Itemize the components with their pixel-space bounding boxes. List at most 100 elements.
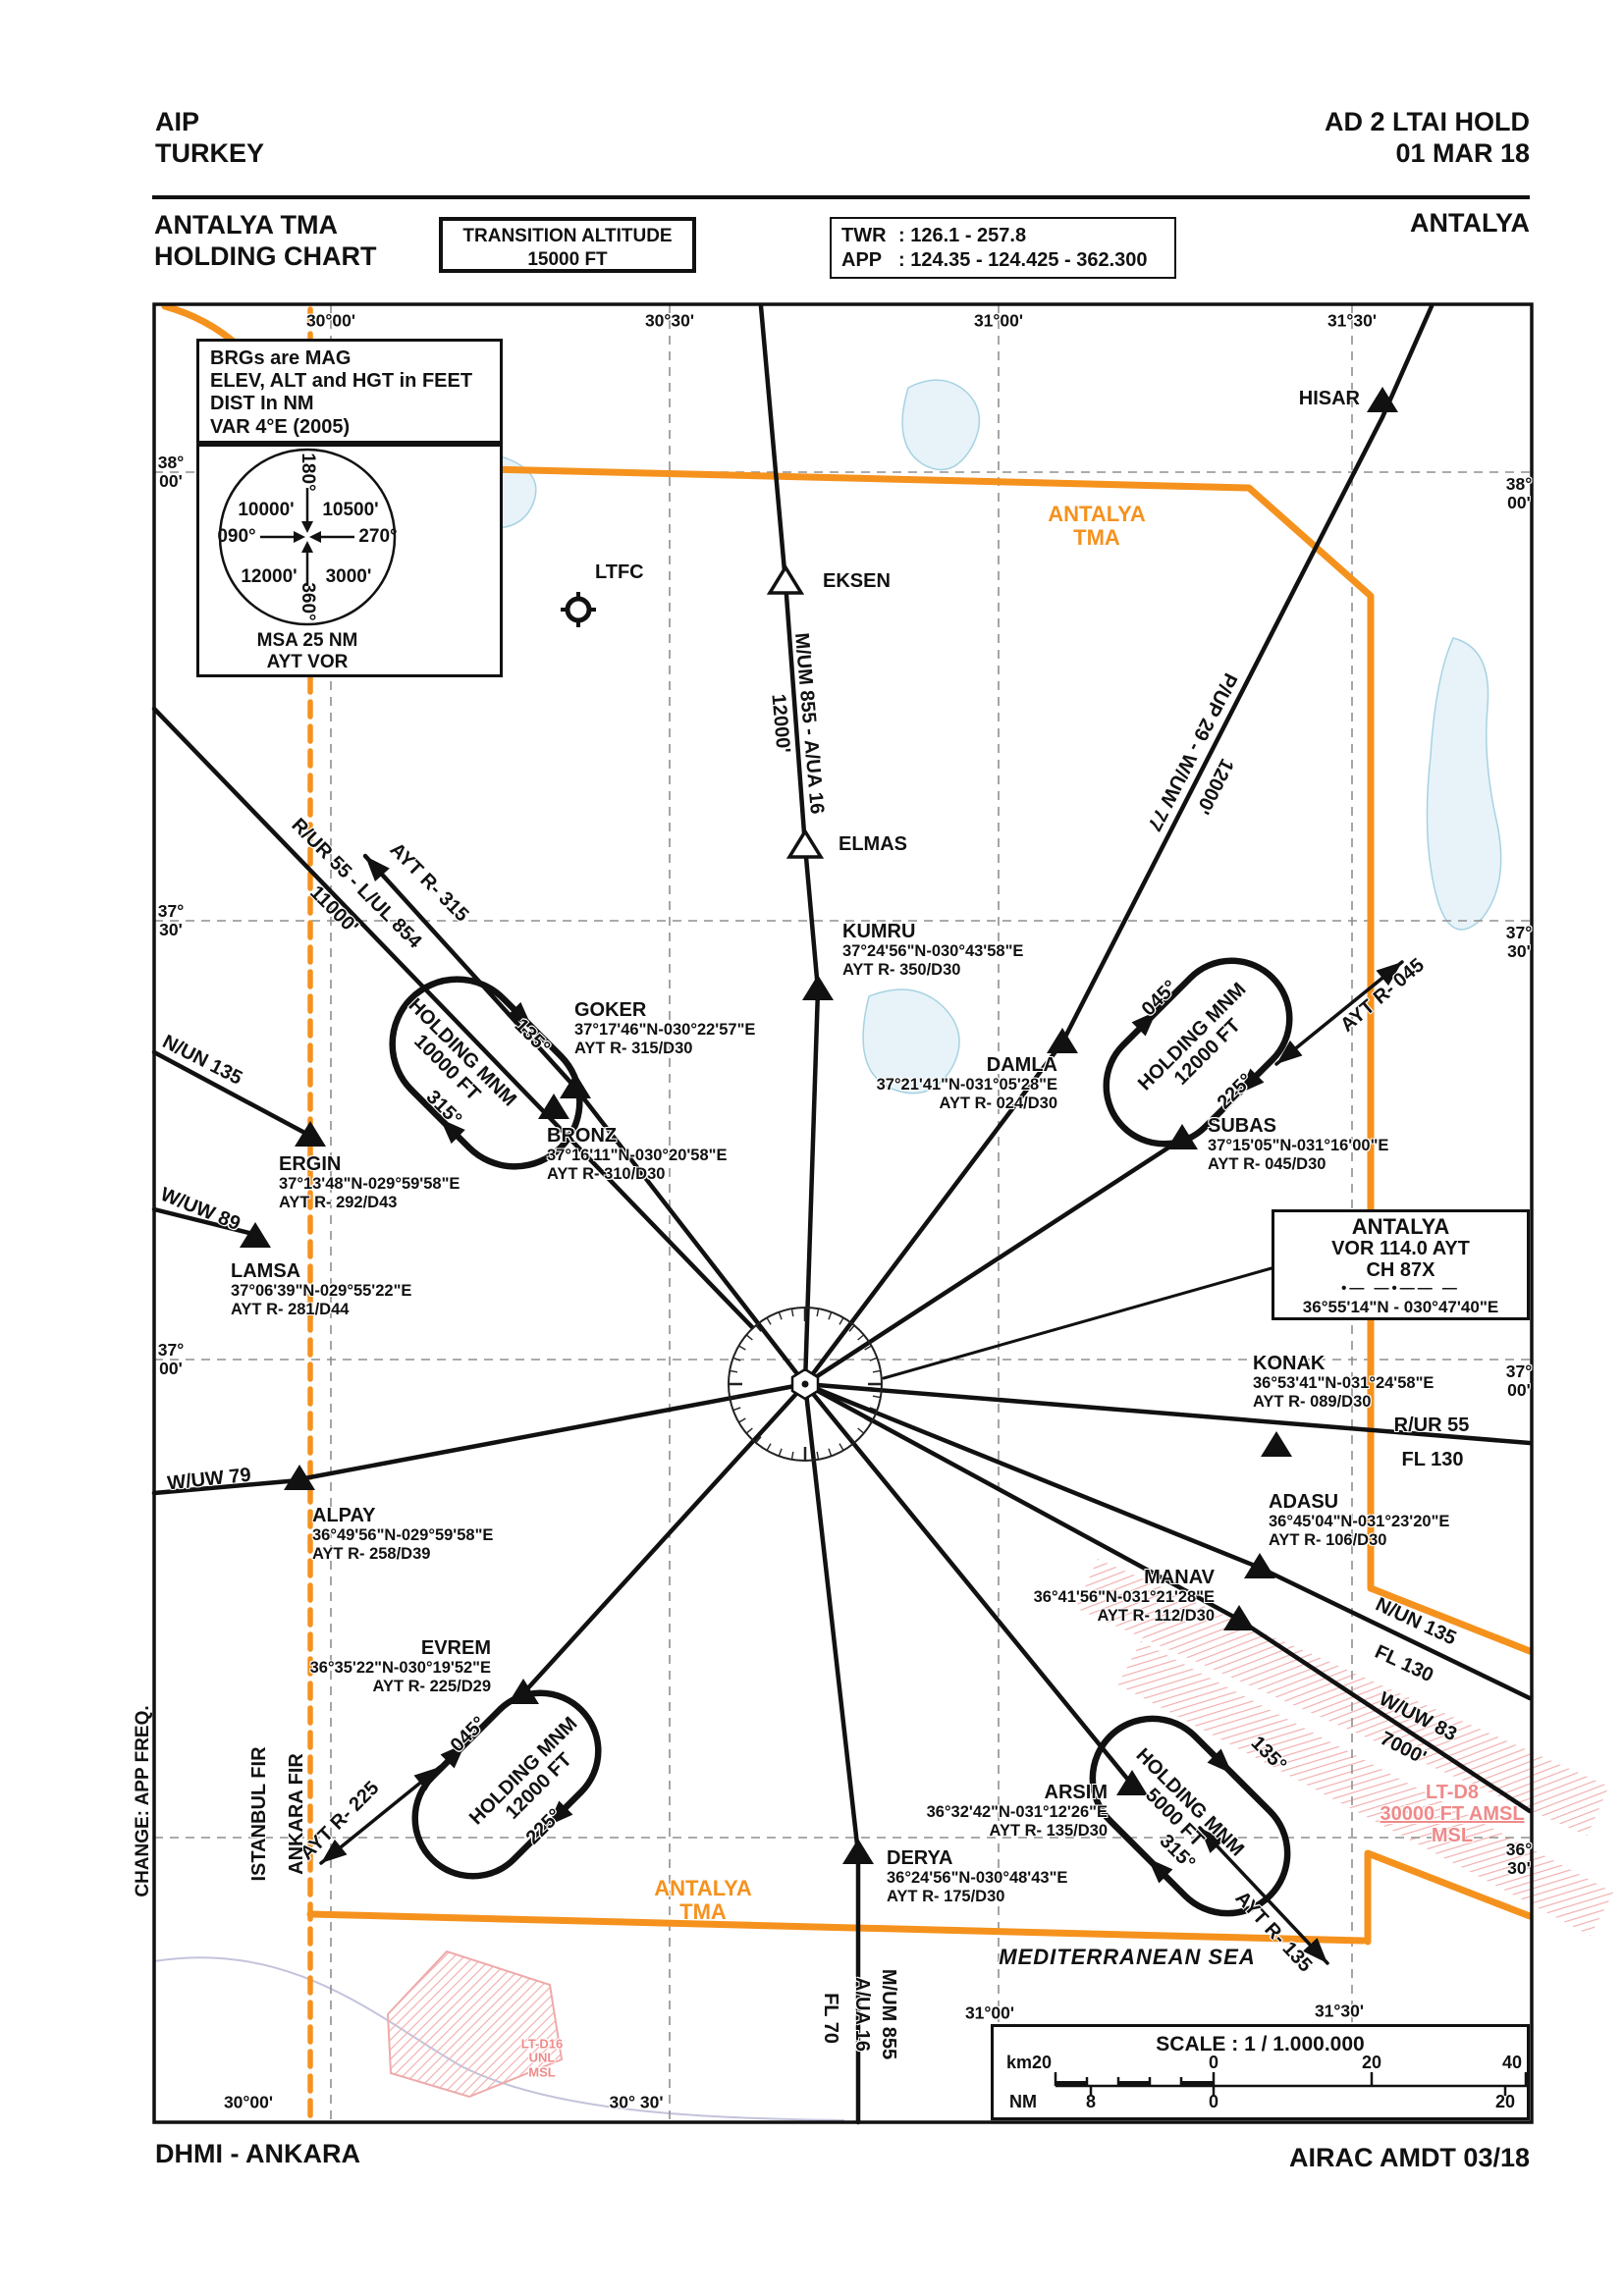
scale-nm-zero: 0	[1208, 2092, 1219, 2111]
scale-km-20: 20	[1361, 2053, 1382, 2072]
msa-sector-sw: 12000'	[241, 566, 298, 587]
info-line-4: VAR 4°E (2005)	[210, 415, 351, 438]
waypoint-damla-symbol	[1047, 1028, 1078, 1053]
grid-label-top: 31°30'	[1326, 310, 1378, 331]
amendment: AIRAC AMDT 03/18	[1289, 2142, 1530, 2173]
arrowheads	[321, 856, 1402, 1963]
transition-altitude-value: 15000 FT	[527, 248, 608, 270]
waypoint-eksen-label: EKSEN	[823, 570, 891, 592]
grid-label-left: 37°00'	[157, 1339, 185, 1378]
holding-goker	[389, 976, 583, 1170]
chart-title-line1: ANTALYA TMA	[154, 210, 339, 240]
msa-bearing-360: 360°	[298, 582, 318, 621]
vor-channel: CH 87X	[1366, 1259, 1435, 1282]
scale-km-zero: 0	[1208, 2053, 1219, 2072]
holding-patterns	[389, 957, 1293, 1917]
waypoint-evrem-symbol	[508, 1679, 539, 1704]
sea-label: MEDITERRANEAN SEA	[999, 1944, 1256, 1969]
vor-data-box: ANTALYA VOR 114.0 AYT CH 87X •— —•—— — 3…	[1272, 1209, 1530, 1320]
grid-label-right: 37°00'	[1505, 1361, 1533, 1400]
city-name: ANTALYA	[1410, 207, 1530, 239]
waypoint-derya-symbol	[842, 1839, 874, 1864]
grid-label-left: 38°00'	[157, 452, 185, 491]
country-text: TURKEY	[155, 138, 265, 169]
app-frequency: APP: 124.35 - 124.425 - 362.300	[841, 249, 1148, 271]
scale-nm-8: 8	[1085, 2092, 1097, 2111]
waypoint-lamsa-symbol	[240, 1222, 271, 1248]
doc-ref-block: AD 2 LTAI HOLD 01 MAR 18	[1325, 106, 1530, 170]
waypoint-symbols	[240, 387, 1398, 1864]
holding-subas	[1103, 957, 1293, 1148]
scale-km-40: 40	[1501, 2053, 1523, 2072]
msa-caption-1: MSA 25 NM	[256, 630, 358, 651]
grid-label-top: 31°00'	[973, 310, 1024, 331]
grid-label-top: 30°30'	[644, 310, 695, 331]
doc-ref: AD 2 LTAI HOLD	[1325, 107, 1530, 136]
msa-sector-nw: 10000'	[238, 500, 295, 520]
awy-mum855-s2: A/UA 16	[851, 1977, 873, 2052]
msa-bearing-180: 180°	[298, 453, 318, 492]
grid-label-bottom: 30°00'	[223, 2092, 274, 2112]
effective-date: 01 MAR 18	[1395, 138, 1530, 169]
compass-rose	[728, 1307, 883, 1462]
scale-nm-20: 20	[1494, 2092, 1516, 2111]
waypoint-ergin-symbol	[295, 1121, 326, 1147]
info-line-3: DIST In NM	[210, 393, 314, 415]
map-frame	[152, 302, 1534, 2124]
msa-sector-se: 3000'	[325, 566, 372, 587]
twr-frequency: TWR: 126.1 - 257.8	[841, 225, 1027, 246]
grid-label-right: 38°00'	[1505, 473, 1533, 512]
header-rule	[152, 195, 1530, 199]
awy-rur55-e-fl: FL 130	[1401, 1449, 1464, 1470]
msa-caption-2: AYT VOR	[266, 652, 349, 672]
waypoint-alpay-symbol	[284, 1465, 315, 1490]
grid-label-right: 36°30'	[1505, 1839, 1533, 1878]
grid-label-top: 30°00'	[305, 310, 356, 331]
waypoint-eksen-symbol	[766, 563, 805, 595]
waypoint-konak-symbol	[1261, 1431, 1292, 1457]
fir-istanbul: ISTANBUL FIR	[248, 1746, 270, 1882]
msa-bearing-090: 090°	[217, 526, 256, 547]
waypoint-bronz-symbol	[538, 1094, 569, 1119]
chart-title: ANTALYA TMA HOLDING CHART	[154, 209, 376, 273]
waypoint-elmas-symbol	[785, 828, 825, 859]
awy-fl70: FL 70	[820, 1993, 841, 2044]
vor-frequency: VOR 114.0 AYT	[1331, 1238, 1470, 1260]
vor-name: ANTALYA	[1351, 1214, 1450, 1239]
waypoint-ltfc-symbol	[561, 592, 596, 627]
grid-label-bottom: 31°00'	[964, 2002, 1015, 2023]
msa-diagram	[218, 448, 397, 626]
waypoint-ltfc-label: LTFC	[595, 561, 644, 583]
chart-title-line2: HOLDING CHART	[154, 241, 377, 272]
waypoint-goker-symbol	[560, 1073, 591, 1098]
publisher-text: DHMI - ANKARA	[155, 2139, 360, 2168]
vor-coordinates: 36°55'14"N - 030°47'40"E	[1302, 1297, 1499, 1316]
msa-box: 10000' 10500' 12000' 3000' 180° 360° 090…	[196, 444, 503, 677]
info-line-2: ELEV, ALT and HGT in FEET	[210, 370, 473, 393]
waypoint-hisar-symbol	[1367, 387, 1398, 412]
waypoint-kumru-symbol	[802, 975, 834, 1000]
scale-bar-graphic	[1054, 2072, 1527, 2096]
grid-label-bottom: 30° 30'	[609, 2092, 664, 2112]
publisher: DHMI - ANKARA	[155, 2138, 360, 2169]
restricted-areas	[386, 1559, 1614, 2099]
waypoint-manav-symbol	[1223, 1605, 1255, 1630]
grid-label-left: 37°30'	[157, 900, 185, 939]
waypoint-hisar-label: HISAR	[1298, 388, 1360, 409]
frequency-box: TWR: 126.1 - 257.8 APP: 124.35 - 124.425…	[830, 217, 1176, 279]
amendment-text: AIRAC AMDT 03/18	[1288, 2143, 1530, 2172]
